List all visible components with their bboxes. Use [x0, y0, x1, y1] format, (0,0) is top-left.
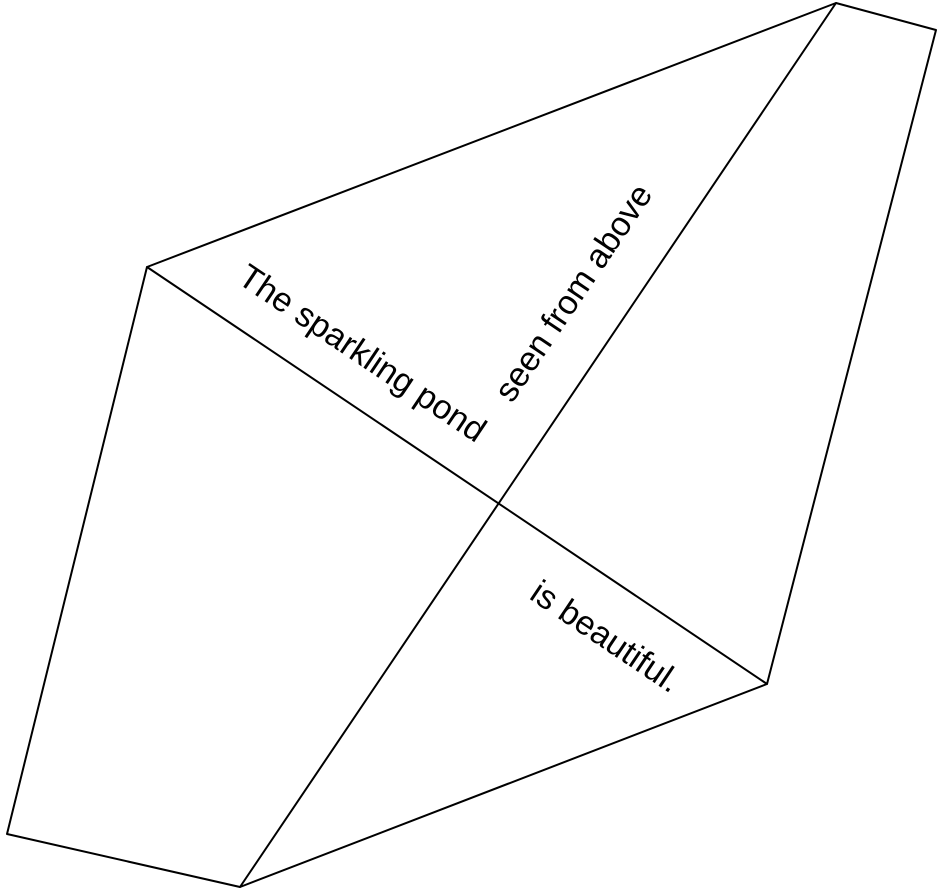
fold-line-spine: [239, 2, 837, 888]
phrase-the-sparkling-pond: The sparkling pond: [232, 257, 493, 450]
phrase-is-beautiful: is beautiful.: [524, 573, 688, 700]
phrase-seen-from-above: seen from above: [487, 177, 660, 408]
fold-line-diagonal: [146, 266, 768, 685]
